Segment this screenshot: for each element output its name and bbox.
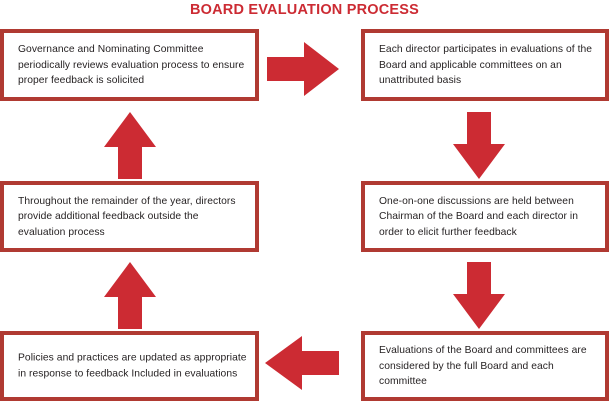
arrow-left-icon <box>265 336 339 390</box>
process-box-step-2-text: Each director participates in evaluation… <box>379 43 593 86</box>
page-title: BOARD EVALUATION PROCESS <box>189 2 420 18</box>
arrow-up-icon <box>104 262 156 329</box>
process-box-step-6: Throughout the remainder of the year, di… <box>0 181 259 252</box>
process-box-step-1: Governance and Nominating Committee peri… <box>0 29 259 101</box>
process-box-step-5: Policies and practices are updated as ap… <box>0 331 259 401</box>
process-box-step-5-text: Policies and practices are updated as ap… <box>18 352 247 380</box>
process-box-step-2: Each director participates in evaluation… <box>361 29 609 101</box>
process-box-step-3: One-on-one discussions are held between … <box>361 181 609 252</box>
process-box-step-4: Evaluations of the Board and committees … <box>361 331 609 401</box>
process-box-step-3-text: One-on-one discussions are held between … <box>379 195 578 238</box>
process-box-step-6-text: Throughout the remainder of the year, di… <box>18 195 236 238</box>
process-box-step-4-text: Evaluations of the Board and committees … <box>379 344 587 387</box>
arrow-down-icon <box>453 112 505 179</box>
arrow-down-icon <box>453 262 505 329</box>
arrow-up-icon <box>104 112 156 179</box>
process-box-step-1-text: Governance and Nominating Committee peri… <box>18 43 245 86</box>
arrow-right-icon <box>267 42 339 96</box>
